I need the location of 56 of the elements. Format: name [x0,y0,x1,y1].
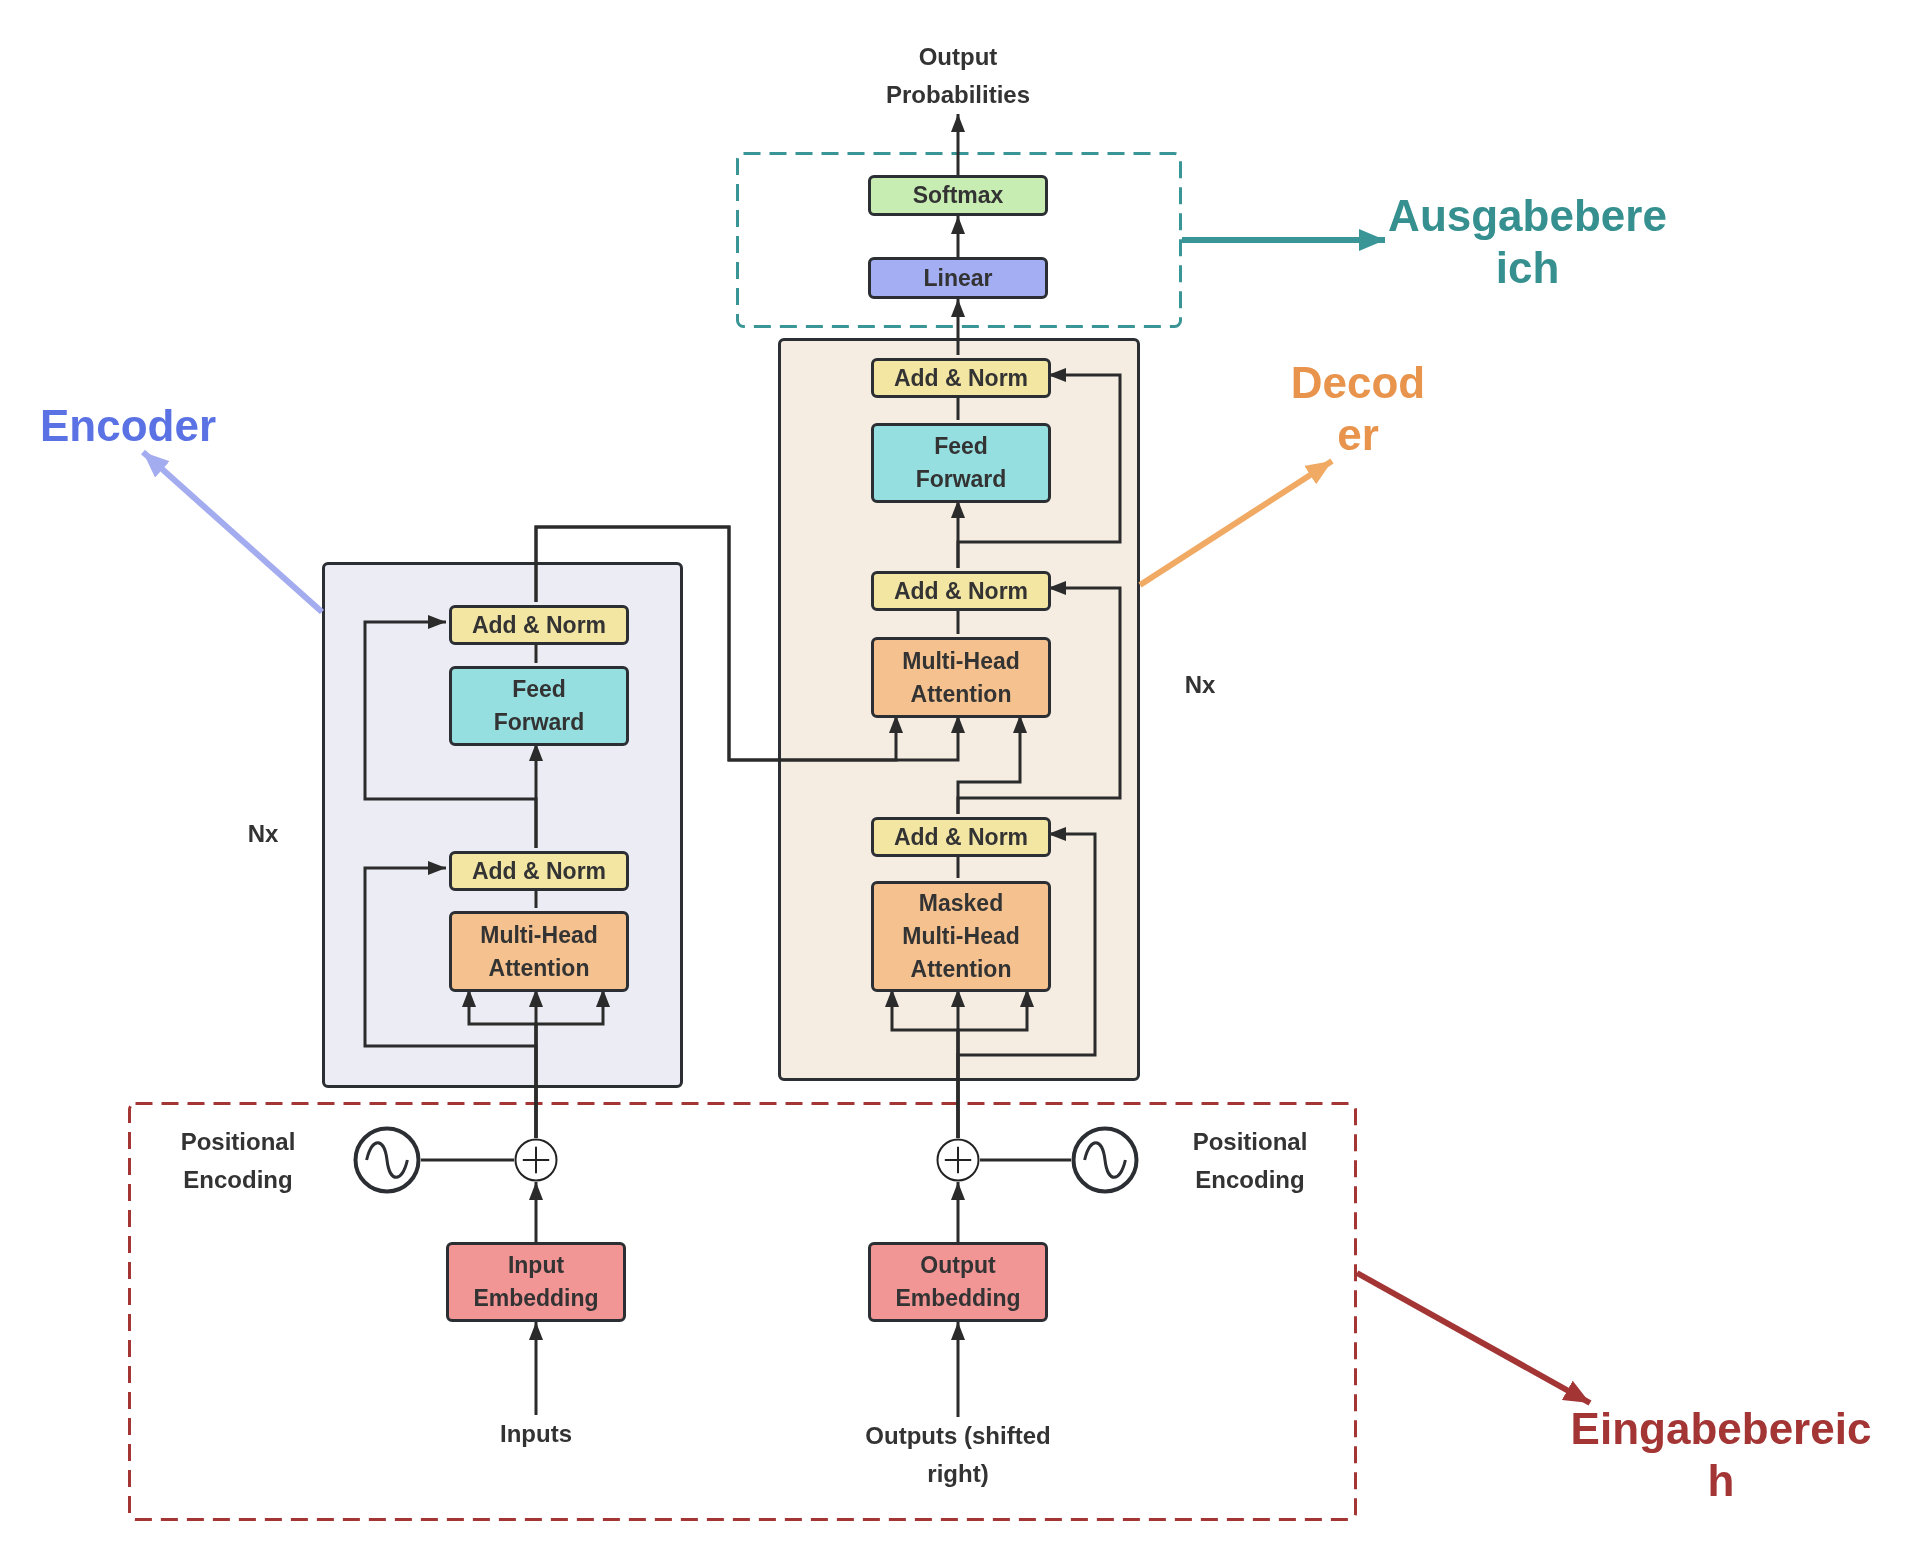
connector-line [956,854,960,878]
callout-arrow [141,449,324,615]
input-label: Inputs [476,1415,596,1453]
arrow [956,827,1097,1138]
add-norm-block: Add & Norm [871,817,1051,857]
connector-line [980,1158,1071,1162]
input-region-frame [128,1102,1357,1521]
feed-forward-block: Feed Forward [449,666,629,746]
linear-block: Linear [868,257,1048,299]
arrow [951,1322,965,1417]
connector-line [421,1158,514,1162]
side-label: Positional Encoding [1191,1127,1309,1195]
arrow [956,581,1122,814]
encoder-stack-panel [322,562,683,1088]
connector-line [534,888,538,908]
arrow [363,861,538,1138]
arrow [951,299,965,355]
connector-line [956,395,960,420]
output-region-frame [736,152,1182,328]
repeat-count-label: Nx [1183,670,1217,700]
side-label: Positional Encoding [179,1127,297,1195]
feed-forward-block: Feed Forward [871,423,1051,503]
adder-symbol [936,1138,980,1182]
connector-line [956,608,960,634]
arrow [363,615,538,848]
add-norm-block: Add & Norm [449,605,629,645]
repeat-count-label: Nx [246,819,280,849]
arrow [956,368,1122,568]
arrow [951,1182,965,1242]
add-norm-block: Add & Norm [871,358,1051,398]
arrow [951,216,965,257]
softmax-block: Softmax [868,175,1048,216]
callout-title: Ausgabebereich [1385,190,1670,294]
attention-block: Masked Multi-Head Attention [871,881,1051,992]
input-label: Outputs (shifted right) [848,1417,1068,1493]
callout-title: Decoder [1287,357,1429,461]
adder-symbol [514,1138,558,1182]
decoder-stack-panel [778,338,1140,1081]
output-label: Output Probabilities [848,38,1068,114]
callout-title: Eingabebereich [1564,1403,1878,1507]
add-norm-block: Add & Norm [449,851,629,891]
callout-arrow [1182,229,1385,251]
embedding-block: Output Embedding [868,1242,1048,1322]
callout-arrow [1355,1270,1592,1406]
arrow [529,1182,543,1242]
connector-line [534,642,538,663]
sine-wave-symbol [1071,1126,1139,1194]
attention-block: Multi-Head Attention [871,637,1051,718]
callout-title: Encoder [33,400,223,452]
arrow [951,114,965,175]
arrow [529,1322,543,1415]
attention-block: Multi-Head Attention [449,911,629,992]
sine-wave-symbol [353,1126,421,1194]
callout-arrow [1138,458,1334,588]
add-norm-block: Add & Norm [871,571,1051,611]
embedding-block: Input Embedding [446,1242,626,1322]
